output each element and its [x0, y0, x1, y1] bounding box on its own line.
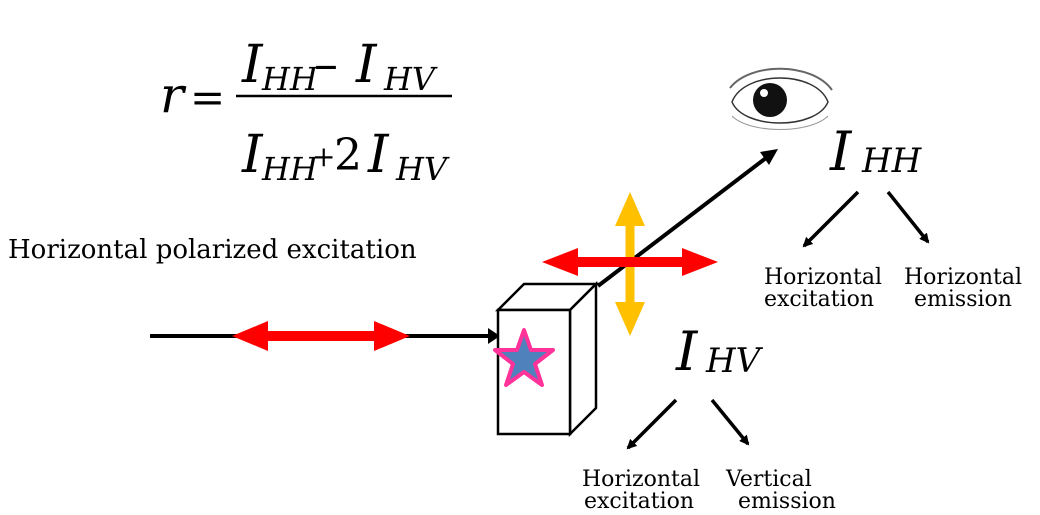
formula-num-minus: – [314, 36, 338, 92]
formula-r: r [160, 66, 187, 124]
ihh-left-label-line2: excitation [764, 287, 874, 312]
ihh-branch-left-arrow [802, 190, 860, 248]
emission-arrowhead [760, 149, 778, 165]
ihv-branch-right-arrow [710, 398, 750, 446]
ihh-branch-right-arrow [886, 190, 930, 244]
anisotropy-formula: r = I HH – I HV I HH + 2 I HV [160, 35, 452, 188]
polarization-head-right [374, 321, 410, 351]
ihv-left-label-line2: excitation [584, 489, 694, 514]
ihh-right-label-line1: Horizontal [904, 265, 1022, 290]
polarization-head-left [232, 321, 268, 351]
star-icon [493, 328, 555, 387]
horizontal-polarization-arrow-beam [232, 321, 410, 351]
ihh-symbol: I [829, 120, 853, 183]
formula-den-I1: I [241, 125, 264, 185]
ihv-left-label-line1: Horizontal [582, 467, 700, 492]
formula-num-I1: I [241, 35, 264, 95]
ihh-subscript: HH [861, 141, 923, 181]
ihh-right-label-line2: emission [914, 287, 1012, 312]
ihv-right-label-line1: Vertical [725, 467, 812, 492]
vertical-head-bottom [615, 302, 645, 336]
formula-num-I2: I [355, 35, 378, 95]
horizontal-head-right [682, 248, 718, 276]
formula-den-sub2: HV [395, 150, 450, 188]
horizontal-head-left [542, 248, 578, 276]
formula-equals: = [190, 73, 225, 122]
ihh-left-label-line1: Horizontal [764, 265, 882, 290]
ihv-branch-left-arrow [626, 398, 678, 450]
formula-den-I2: I [367, 125, 390, 185]
horizontal-polarization-arrow-emission [542, 248, 718, 276]
ihv-subscript: HV [705, 341, 764, 381]
excitation-title: Horizontal polarized excitation [8, 235, 417, 265]
formula-num-sub1: HH [261, 60, 319, 98]
formula-num-sub2: HV [383, 60, 438, 98]
ihv-right-label-line2: emission [738, 489, 836, 514]
formula-den-plus: + [312, 140, 335, 173]
vertical-head-top [615, 192, 645, 226]
formula-den-sub1: HH [261, 150, 319, 188]
eye-icon [729, 67, 833, 130]
formula-den-coef: 2 [334, 130, 362, 181]
ihv-symbol: I [675, 320, 699, 383]
beam-arrowhead [488, 328, 500, 344]
